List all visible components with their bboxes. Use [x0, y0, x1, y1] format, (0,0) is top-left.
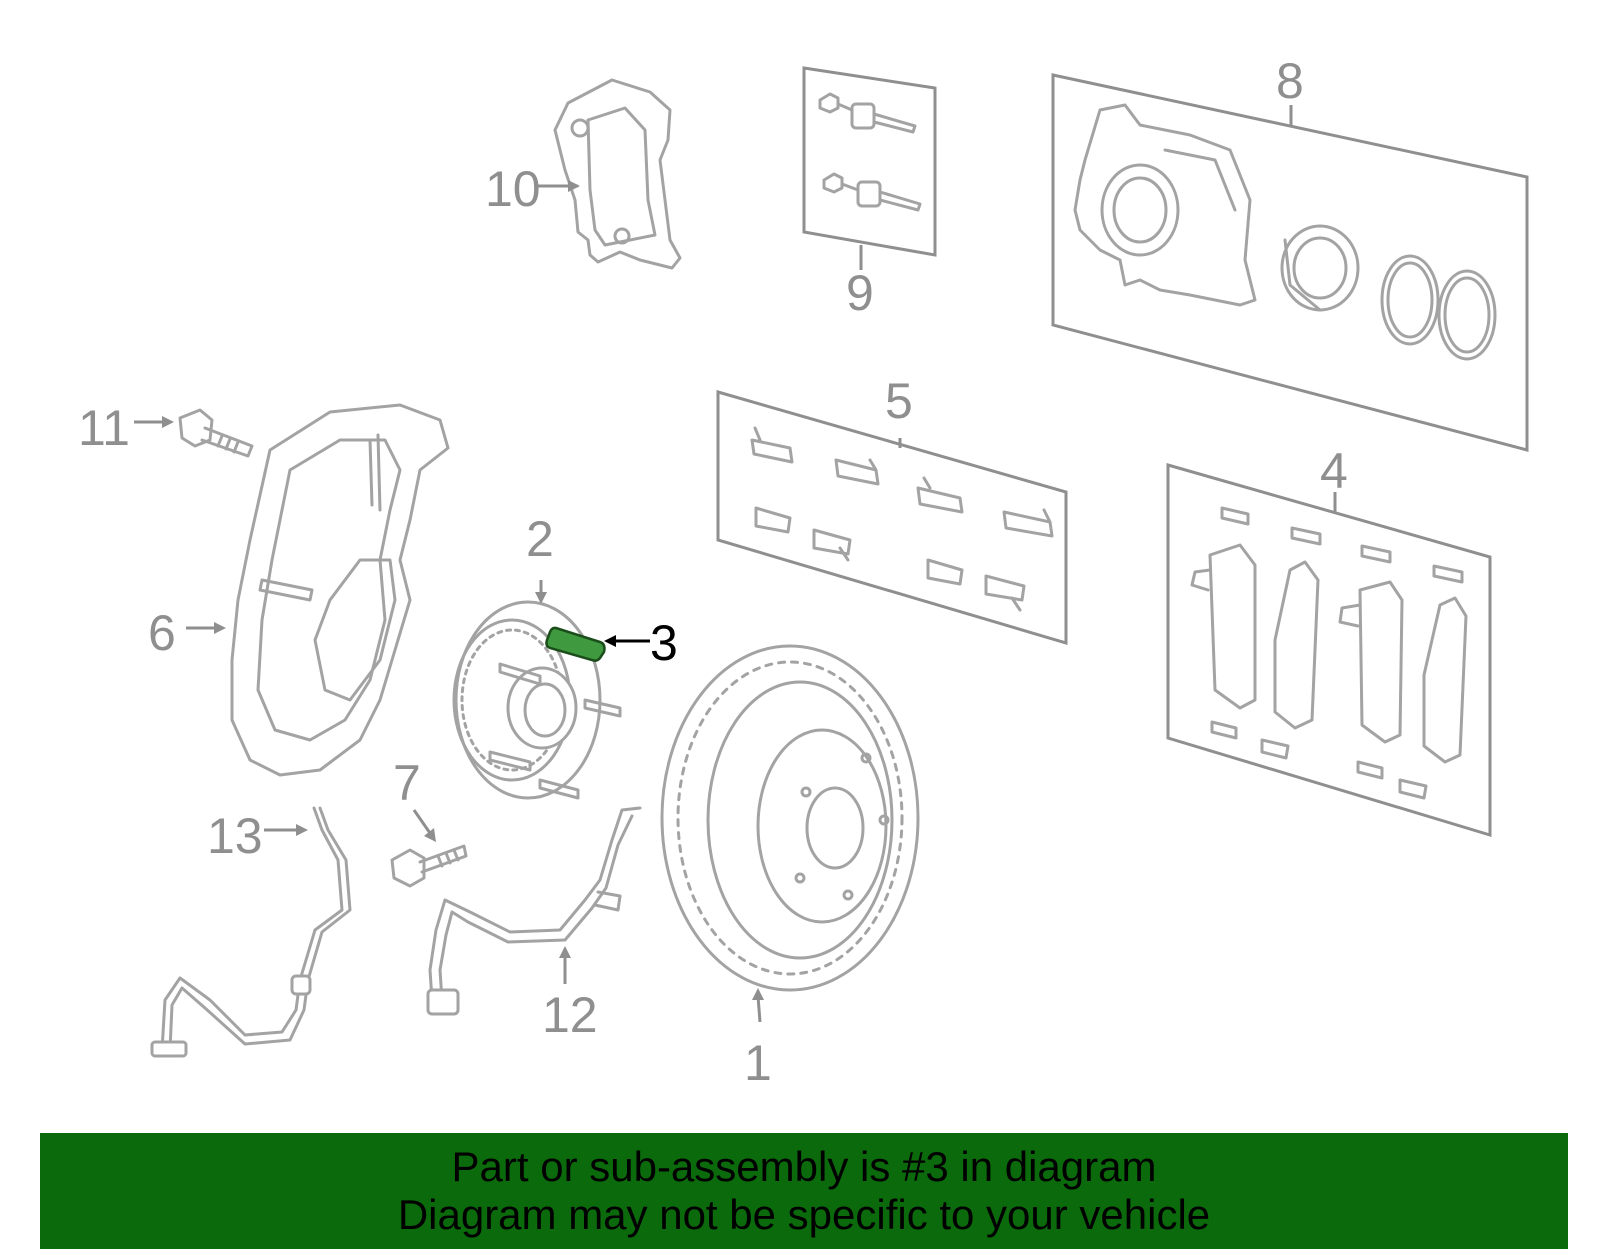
dust-shield-part-6[interactable]	[230, 403, 450, 777]
callout-6[interactable]: 6	[148, 605, 176, 661]
caliper-kit-panel[interactable]	[1051, 73, 1529, 452]
arrowhead-3	[604, 635, 616, 647]
wheel-speed-sensor-part-12[interactable]	[426, 806, 642, 1016]
callout-11[interactable]: 11	[78, 400, 130, 456]
callout-10[interactable]: 10	[485, 161, 541, 217]
callout-13[interactable]: 13	[207, 808, 263, 864]
pad-clips-panel[interactable]	[716, 390, 1068, 646]
callout-8[interactable]: 8	[1276, 53, 1304, 109]
arrowhead-13	[296, 824, 308, 836]
arrowhead-6	[214, 622, 226, 634]
arrowhead-12	[559, 946, 571, 958]
brake-pads-panel[interactable]	[1166, 463, 1492, 838]
hub-bearing-part-2[interactable]	[452, 600, 622, 800]
callout-9[interactable]: 9	[846, 265, 874, 321]
callout-7[interactable]: 7	[393, 755, 421, 811]
arrowhead-7	[424, 828, 436, 842]
callout-5[interactable]: 5	[885, 373, 913, 429]
leader-7	[412, 809, 434, 837]
info-banner: Part or sub-assembly is #3 in diagram Di…	[40, 1133, 1568, 1249]
sensor-harness-part-13[interactable]	[150, 806, 352, 1058]
arrowhead-11	[162, 416, 174, 428]
rotor-part-1[interactable]	[660, 644, 920, 992]
arrowhead-10	[568, 180, 580, 192]
arrowhead-2	[535, 592, 547, 604]
caliper-bracket-part-10[interactable]	[553, 78, 682, 270]
callout-4[interactable]: 4	[1320, 443, 1348, 499]
callout-12[interactable]: 12	[542, 987, 598, 1043]
banner-line-2: Diagram may not be specific to your vehi…	[397, 1191, 1211, 1238]
banner-line-1: Part or sub-assembly is #3 in diagram	[451, 1143, 1157, 1190]
arrowhead-1	[752, 988, 764, 1000]
callout-1[interactable]: 1	[744, 1035, 772, 1091]
callout-3[interactable]: 3	[650, 615, 678, 671]
wheel-stud-part-3[interactable]	[545, 626, 606, 662]
guide-pin-bolts-panel[interactable]	[802, 66, 937, 257]
bolt-part-7[interactable]	[390, 844, 468, 888]
callout-2[interactable]: 2	[526, 511, 554, 567]
bolt-part-11[interactable]	[178, 408, 254, 458]
leader-1	[756, 995, 762, 1023]
